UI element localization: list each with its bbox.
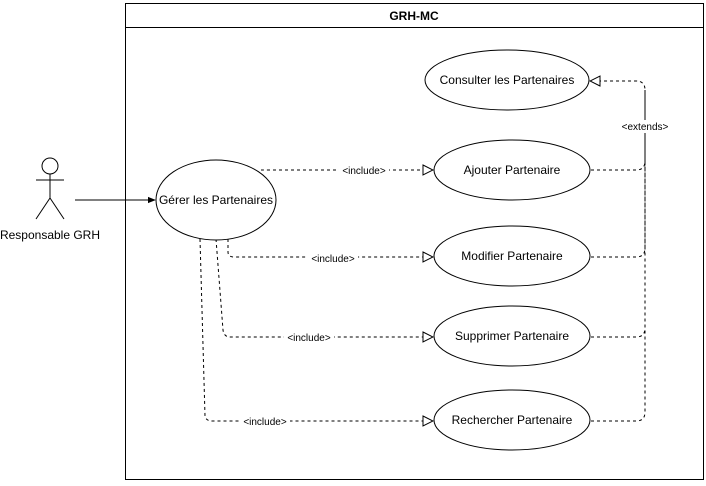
include-label-add: <include>	[342, 166, 386, 177]
use-case-consulter-partenaires[interactable]: Consulter les Partenaires	[424, 49, 590, 111]
use-case-label: Gérer les Partenaires	[159, 193, 273, 207]
extends-label: <extends>	[622, 122, 669, 133]
include-edge-delete	[215, 238, 433, 337]
include-label-modify: <include>	[311, 254, 355, 265]
use-case-label: Consulter les Partenaires	[440, 73, 575, 87]
relation-labels: <include> <include> <include> <include> …	[240, 120, 672, 428]
actor-responsable-grh[interactable]: Responsable GRH	[0, 157, 100, 242]
use-case-label: Rechercher Partenaire	[452, 413, 573, 427]
use-case-modifier-partenaire[interactable]: Modifier Partenaire	[433, 225, 591, 287]
include-relations	[199, 170, 433, 421]
system-boundary: GRH-MC	[125, 3, 704, 480]
use-case-label: Supprimer Partenaire	[455, 329, 569, 343]
extends-edge-add	[590, 81, 646, 171]
use-case-rechercher-partenaire[interactable]: Rechercher Partenaire	[433, 389, 591, 451]
use-case-label: Modifier Partenaire	[461, 249, 563, 263]
use-case-ajouter-partenaire[interactable]: Ajouter Partenaire	[433, 139, 591, 201]
include-label-delete: <include>	[287, 333, 331, 344]
actor-label: Responsable GRH	[0, 228, 100, 242]
include-edge-search	[199, 238, 433, 421]
use-case-label: Ajouter Partenaire	[464, 163, 561, 177]
system-title: GRH-MC	[389, 9, 439, 23]
include-label-search: <include>	[243, 417, 287, 428]
extends-relations	[590, 81, 646, 422]
include-edge-modify	[227, 239, 433, 257]
use-case-supprimer-partenaire[interactable]: Supprimer Partenaire	[433, 305, 591, 367]
use-case-gerer-partenaires[interactable]: Gérer les Partenaires	[155, 159, 277, 241]
